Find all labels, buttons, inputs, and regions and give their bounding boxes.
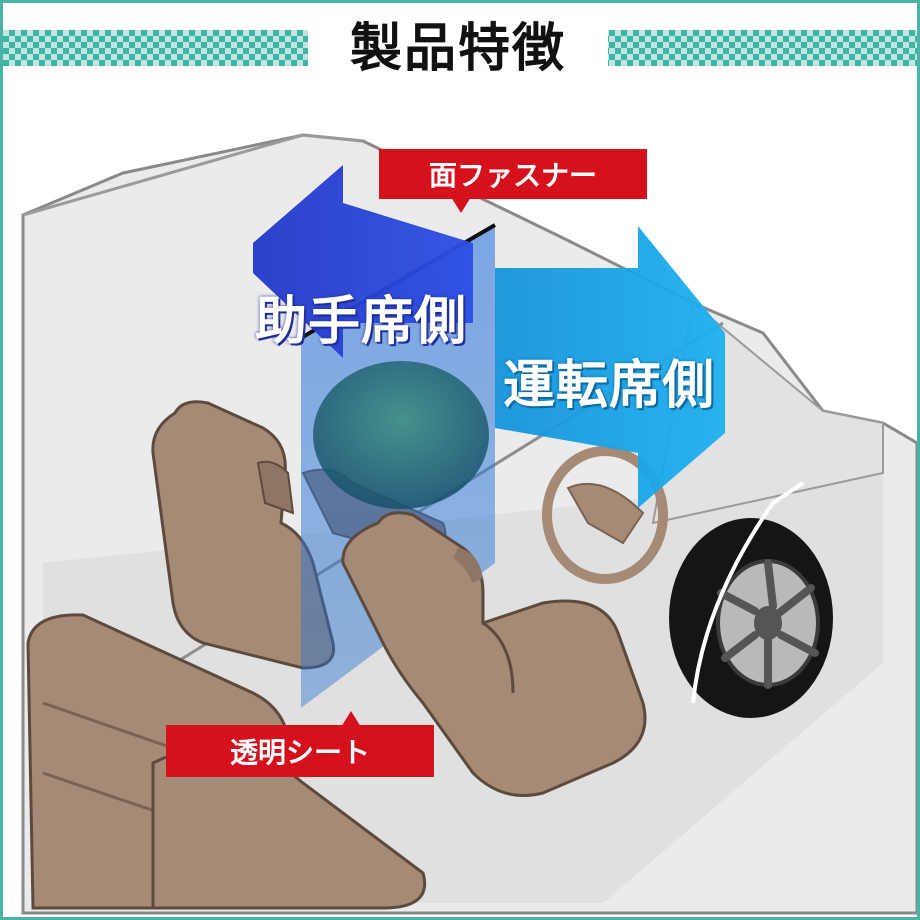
- driver-side-label: 運転席側: [503, 356, 716, 416]
- passenger-side-arrow-icon: [253, 165, 473, 358]
- zipper-callout-pointer: [451, 197, 471, 213]
- headrest: [313, 361, 489, 509]
- steering-wheel-icon: [542, 446, 668, 584]
- driver-seat: [341, 511, 647, 797]
- page-title: 製品特徴: [349, 18, 566, 79]
- rear-seat: [26, 613, 426, 910]
- zipper-callout: 面ファスナー: [379, 149, 647, 199]
- sheet-callout-pointer: [341, 711, 361, 727]
- car-interior-illustration: [21, 133, 917, 915]
- tire-icon: [669, 481, 833, 718]
- passenger-side-label: 助手席側: [255, 292, 468, 352]
- sheet-callout: 透明シート: [166, 725, 434, 777]
- title-box: 製品特徴: [308, 7, 608, 79]
- driver-side-arrow-icon: [495, 226, 725, 508]
